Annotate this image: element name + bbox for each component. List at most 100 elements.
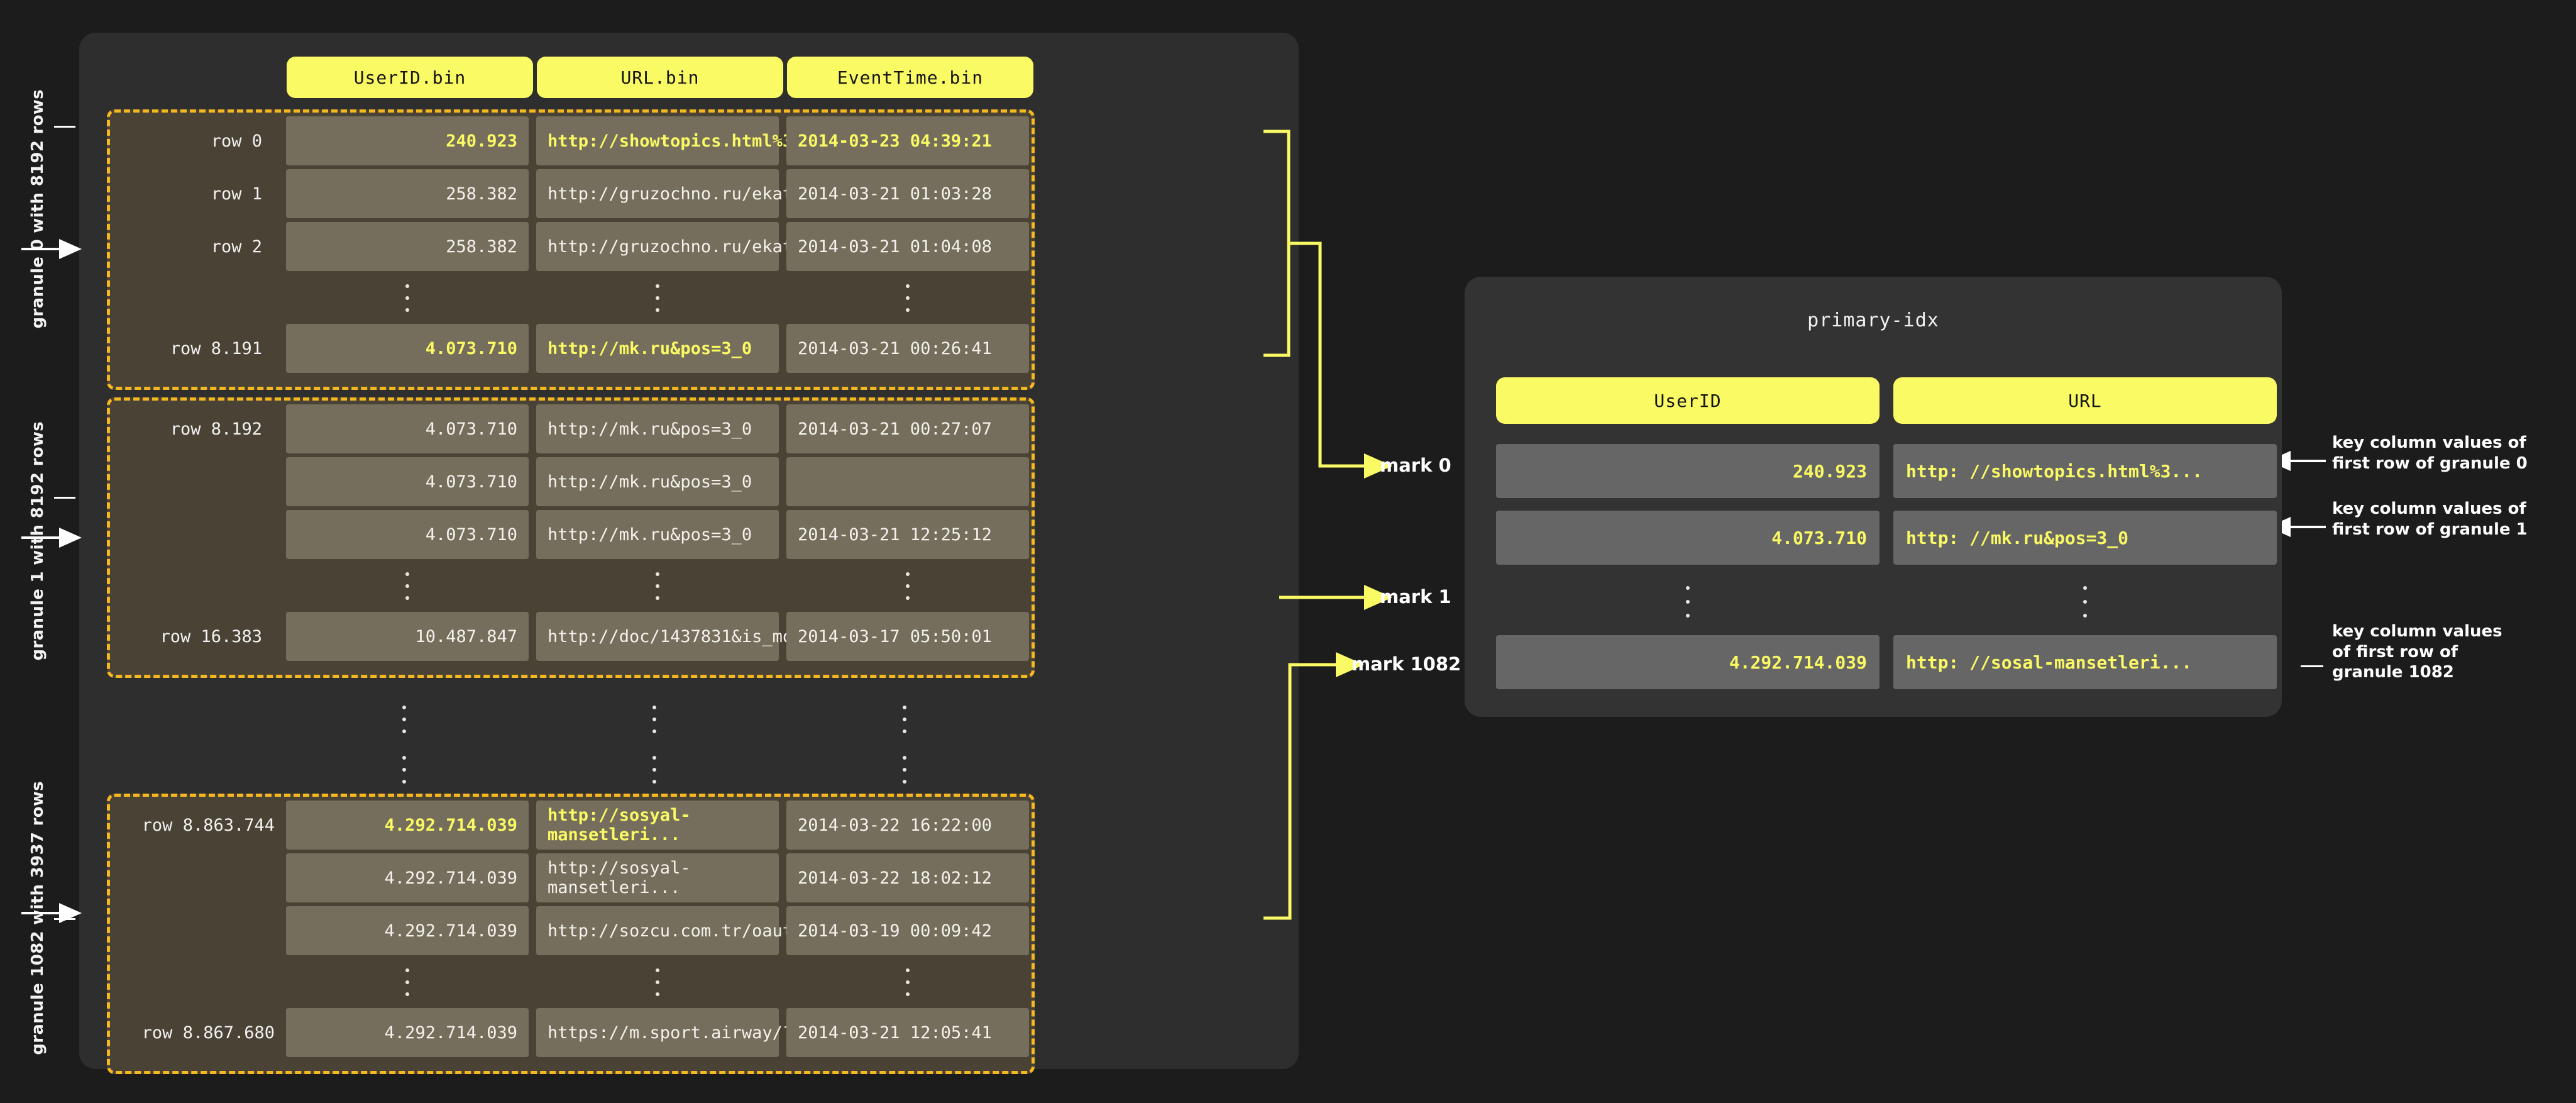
- row-label: [110, 906, 272, 955]
- cell-userid: 4.292.714.039: [286, 853, 529, 902]
- granule-label-1-tick: [54, 497, 75, 499]
- vertical-ellipsis-icon: [901, 706, 908, 733]
- row-label: row 16.383: [160, 626, 262, 646]
- table-row: row 16.383 10.487.847 http://doc/1437831…: [110, 612, 1032, 661]
- table-row: row 1 258.382 http://gruzochno.ru/ekat..…: [110, 169, 1032, 218]
- cell-userid: 4.292.714.039: [286, 801, 529, 850]
- annotation-granule-1082: key column values of first row of granul…: [2332, 622, 2502, 682]
- vertical-ellipsis-icon: [404, 572, 410, 600]
- column-header-url-bin-label: URL.bin: [620, 67, 700, 88]
- column-header-eventtime-bin-label: EventTime.bin: [837, 67, 984, 88]
- ellipsis-row: [110, 563, 1032, 609]
- cell-url: http://sosyal-mansetleri...: [536, 853, 779, 902]
- cell-userid: 4.073.710: [286, 457, 529, 506]
- cell-userid: 240.923: [286, 116, 529, 165]
- granule-label-1: granule 1 with 8192 rows: [0, 377, 75, 704]
- mark-label-0: mark 0: [1380, 455, 1451, 476]
- index-cell-userid: 4.073.710: [1496, 511, 1880, 565]
- annotation-granule-1: key column values of first row of granul…: [2332, 499, 2528, 539]
- cell-eventtime: 2014-03-21 01:03:28: [786, 169, 1029, 218]
- granule-label-1082-text: granule 1082 with 3937 rows: [28, 781, 47, 1055]
- index-cell-userid: 240.923: [1496, 444, 1880, 498]
- cell-userid: 258.382: [286, 222, 529, 271]
- vertical-ellipsis-icon: [404, 968, 410, 996]
- primary-index-title: primary-idx: [1807, 309, 1939, 331]
- vertical-ellipsis-icon: [1685, 586, 1691, 618]
- table-row: 4.292.714.039 http://sozcu.com.tr/oaut 2…: [110, 906, 1032, 955]
- cell-url: http://gruzochno.ru/ekat...: [536, 169, 823, 218]
- cell-eventtime: [786, 457, 1029, 506]
- granule-label-0-tick: [54, 126, 75, 128]
- ellipsis-row: [110, 959, 1032, 1006]
- cell-url: http://mk.ru&pos=3_0: [536, 324, 779, 373]
- annotation-granule-0: key column values of first row of granul…: [2332, 433, 2528, 473]
- vertical-ellipsis-icon: [901, 756, 908, 784]
- table-row: 4.073.710 http://mk.ru&pos=3_0 2014-03-2…: [110, 510, 1032, 559]
- cell-url: http://doc/1437831&is_mo...: [536, 612, 823, 661]
- index-cell-url: http: //mk.ru&pos=3_0: [1893, 511, 2277, 565]
- column-header-eventtime-bin: EventTime.bin: [787, 57, 1033, 98]
- vertical-ellipsis-icon: [654, 572, 661, 600]
- row-label: [110, 853, 272, 902]
- granule-label-1-text: granule 1 with 8192 rows: [28, 421, 47, 661]
- mark-label-1-text: mark 1: [1380, 586, 1451, 607]
- vertical-ellipsis-icon: [905, 968, 911, 996]
- cell-eventtime: 2014-03-21 12:25:12: [786, 510, 1029, 559]
- table-row: 4.073.710 http://mk.ru&pos=3_0: [110, 457, 1032, 506]
- mark-label-1: mark 1: [1380, 586, 1451, 607]
- index-header-url-label: URL: [2068, 390, 2102, 411]
- granule-labels-column: granule 0 with 8192 rows granule 1 with …: [0, 0, 75, 1103]
- cell-eventtime: 2014-03-22 18:02:12: [786, 853, 1029, 902]
- index-header-userid-label: UserID: [1654, 390, 1722, 411]
- cell-url: http://mk.ru&pos=3_0: [536, 457, 779, 506]
- column-header-userid-bin: UserID.bin: [287, 57, 533, 98]
- vertical-ellipsis-icon: [651, 706, 658, 733]
- index-header-userid: UserID: [1496, 377, 1880, 424]
- ellipsis-row: [110, 275, 1032, 321]
- granule-label-0: granule 0 with 8192 rows: [0, 45, 75, 372]
- cell-userid: 10.487.847: [286, 612, 529, 661]
- index-cell-url: http: //showtopics.html%3...: [1893, 444, 2277, 498]
- cell-userid: 4.292.714.039: [286, 1008, 529, 1057]
- vertical-ellipsis-icon: [651, 756, 658, 784]
- primary-index-panel: primary-idx UserID URL 240.923 http: //s…: [1465, 277, 2282, 717]
- cell-userid: 4.292.714.039: [286, 906, 529, 955]
- cell-url: http://mk.ru&pos=3_0: [536, 510, 779, 559]
- vertical-ellipsis-icon: [905, 284, 911, 312]
- index-cell-userid: 4.292.714.039: [1496, 635, 1880, 689]
- row-label: row 1: [211, 184, 262, 204]
- row-label: row 8.867.680: [141, 1023, 275, 1043]
- cell-url: http://mk.ru&pos=3_0: [536, 404, 779, 453]
- table-row: row 8.863.744 4.292.714.039 http://sosya…: [110, 801, 1032, 850]
- row-label: [110, 457, 272, 506]
- cell-eventtime: 2014-03-17 05:50:01: [786, 612, 1029, 661]
- cell-userid: 4.073.710: [286, 404, 529, 453]
- between-granules-ellipsis-row-1: [79, 696, 1299, 743]
- vertical-ellipsis-icon: [404, 284, 410, 312]
- cell-userid: 4.073.710: [286, 324, 529, 373]
- cell-userid: 258.382: [286, 169, 529, 218]
- cell-userid: 4.073.710: [286, 510, 529, 559]
- row-label: row 8.863.744: [141, 815, 275, 835]
- cell-url: http://showtopics.html%3...: [536, 116, 823, 165]
- cell-eventtime: 2014-03-23 04:39:21: [786, 116, 1029, 165]
- vertical-ellipsis-icon: [905, 572, 911, 600]
- granule-1-box: row 8.192 4.073.710 http://mk.ru&pos=3_0…: [107, 397, 1035, 678]
- cell-url: https://m.sport.airway/?: [536, 1008, 793, 1057]
- table-row: row 2 258.382 http://gruzochno.ru/ekat..…: [110, 222, 1032, 271]
- table-row: row 8.192 4.073.710 http://mk.ru&pos=3_0…: [110, 404, 1032, 453]
- row-label: row 8.192: [170, 419, 262, 439]
- cell-url: http://sozcu.com.tr/oaut: [536, 906, 793, 955]
- index-cell-url: http: //sosal-mansetleri...: [1893, 635, 2277, 689]
- mark-label-1082-text: mark 1082: [1351, 653, 1461, 675]
- row-label: row 0: [211, 131, 262, 151]
- table-row: row 8.191 4.073.710 http://mk.ru&pos=3_0…: [110, 324, 1032, 373]
- granule-0-box: row 0 240.923 http://showtopics.html%3..…: [107, 109, 1035, 390]
- row-label: [110, 510, 272, 559]
- cell-eventtime: 2014-03-21 00:26:41: [786, 324, 1029, 373]
- between-granules-ellipsis-row-2: [79, 746, 1299, 793]
- vertical-ellipsis-icon: [2082, 586, 2088, 618]
- index-header-url: URL: [1893, 377, 2277, 424]
- granule-label-0-text: granule 0 with 8192 rows: [28, 89, 47, 329]
- cell-url: http://gruzochno.ru/ekat...: [536, 222, 823, 271]
